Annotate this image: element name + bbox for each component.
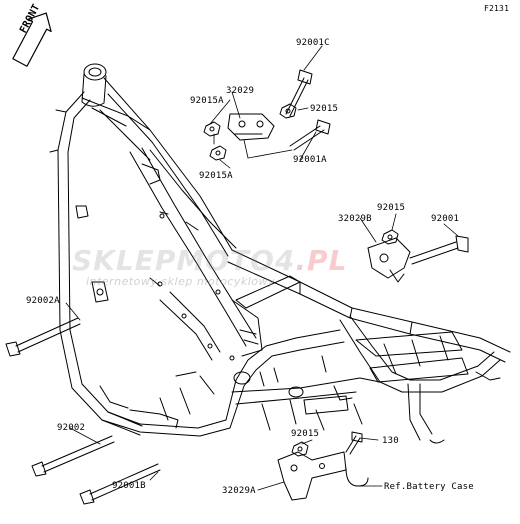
part-label-32029b: 32029B — [338, 214, 372, 224]
ref-battery-case-label: Ref.Battery Case — [384, 482, 474, 492]
engine-bracket-right — [367, 237, 411, 283]
bolt-92001c — [285, 69, 313, 117]
bolt-92001b — [79, 463, 161, 505]
main-frame — [49, 63, 511, 444]
bolt-92002 — [31, 435, 115, 477]
part-label-92015: 92015 — [310, 104, 339, 114]
engine-bracket-upper — [227, 113, 275, 141]
part-label-92015a-upper: 92015A — [190, 96, 224, 106]
part-label-92015-lower: 92015 — [291, 429, 320, 439]
part-label-92015a-lower: 92015A — [199, 171, 233, 181]
engine-bracket-lower — [277, 451, 347, 501]
nut-92015-right-bracket — [381, 229, 399, 245]
bolt-92001a — [289, 119, 331, 151]
watermark-text: SKLEPMOTO4 — [72, 244, 296, 277]
watermark-suffix: .PL — [295, 244, 348, 277]
part-label-92001a: 92001A — [293, 155, 327, 165]
watermark: SKLEPMOTO4.PL — [72, 244, 347, 277]
bolt-92001 — [409, 235, 469, 265]
part-label-32029a: 32029A — [222, 486, 256, 496]
part-label-92015-right: 92015 — [377, 203, 406, 213]
bolt-130 — [345, 431, 363, 455]
leader-upper — [213, 133, 293, 159]
bolt-92002a — [5, 317, 81, 357]
leader-lines — [65, 45, 459, 491]
battery-case-ref — [345, 467, 369, 487]
watermark-subtitle: internetowy sklep motocyklowy — [86, 275, 276, 288]
figure-code: F2131 — [484, 4, 510, 13]
front-arrow-icon — [12, 12, 52, 67]
nut-92015-lower — [291, 441, 309, 457]
part-label-92002: 92002 — [57, 423, 86, 433]
nut-92015-right — [279, 103, 297, 119]
part-label-92001b: 92001B — [112, 481, 146, 491]
part-label-92002a: 92002A — [26, 296, 60, 306]
part-label-130: 130 — [382, 436, 399, 446]
nut-92015a-upper — [203, 121, 221, 137]
part-label-92001: 92001 — [431, 214, 460, 224]
part-label-32029: 32029 — [226, 86, 255, 96]
part-label-92001c: 92001C — [296, 38, 330, 48]
nut-92015a-lower — [209, 145, 227, 161]
